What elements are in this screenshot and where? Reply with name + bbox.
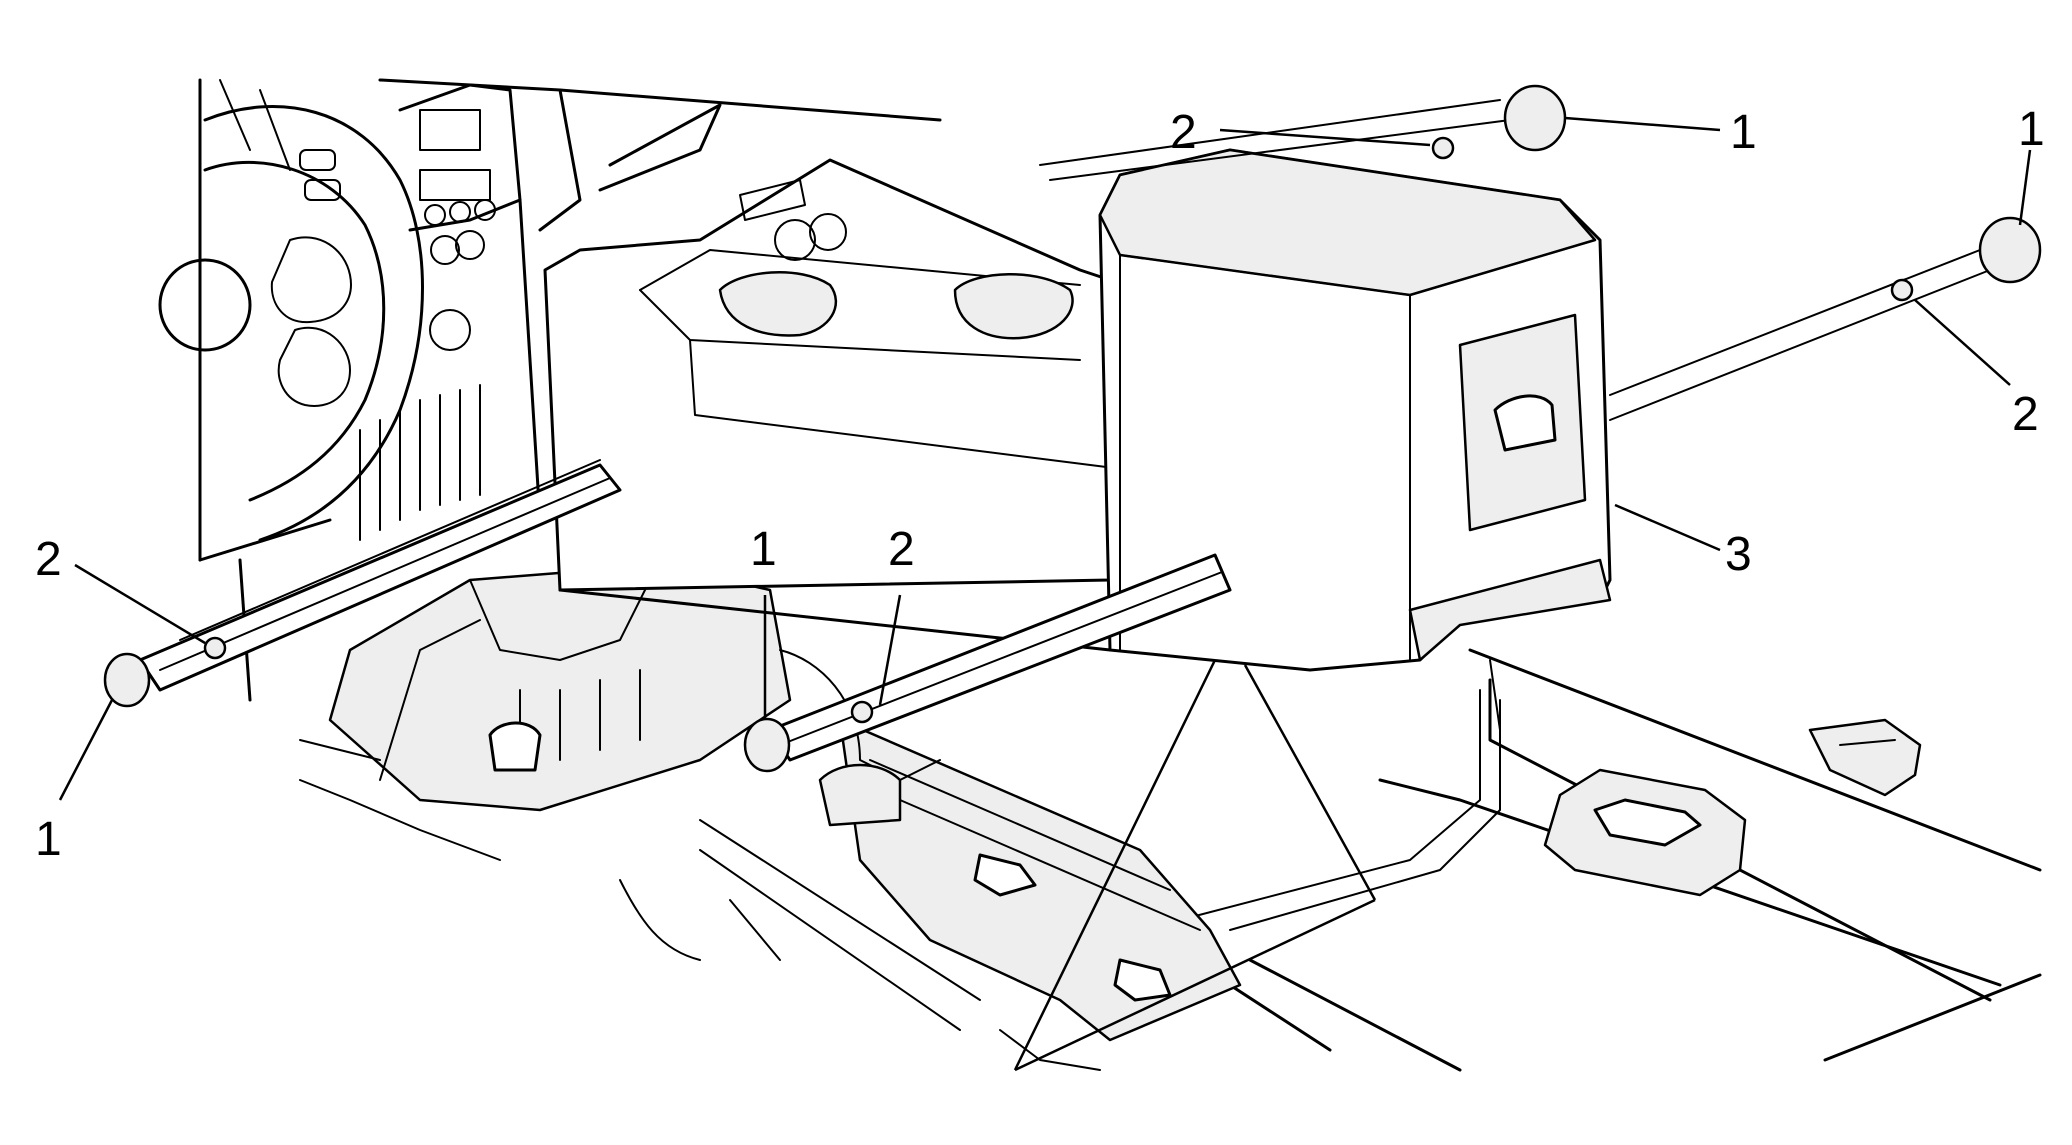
callout-1-top-right: 1 [2018, 103, 2045, 156]
cap-top-right [1978, 216, 2042, 284]
instrument-panel [158, 78, 942, 702]
bolt-left [203, 636, 227, 660]
center-console [543, 148, 1612, 731]
bolt-right [1890, 278, 1914, 302]
callout-3-right: 3 [1725, 528, 1752, 581]
rear-bracket [1808, 718, 1922, 797]
cap-center [743, 717, 791, 773]
rail-right [1609, 216, 2042, 421]
callout-1-left: 1 [35, 813, 62, 866]
bolt-top [1431, 136, 1455, 160]
crossmember-rail [619, 649, 1242, 1071]
leader-lines [58, 116, 2032, 1072]
cap-left-bottom [103, 652, 151, 708]
callout-2-right: 2 [2012, 388, 2039, 441]
callout-2-center: 2 [888, 523, 915, 576]
callout-1-top-mid: 1 [1730, 106, 1757, 159]
bolt-center [850, 700, 874, 724]
rail-center [743, 553, 1232, 827]
rail-left [103, 459, 622, 708]
callout-labels: 1 2 1 2 2 1 1 2 3 [35, 103, 2045, 866]
cap-top-mid [1503, 84, 1567, 152]
callout-2-left: 2 [35, 533, 62, 586]
callout-1-center: 1 [750, 523, 777, 576]
floor-bump [1543, 768, 1747, 897]
callout-2-top: 2 [1170, 106, 1197, 159]
floor-tunnel [299, 563, 792, 861]
